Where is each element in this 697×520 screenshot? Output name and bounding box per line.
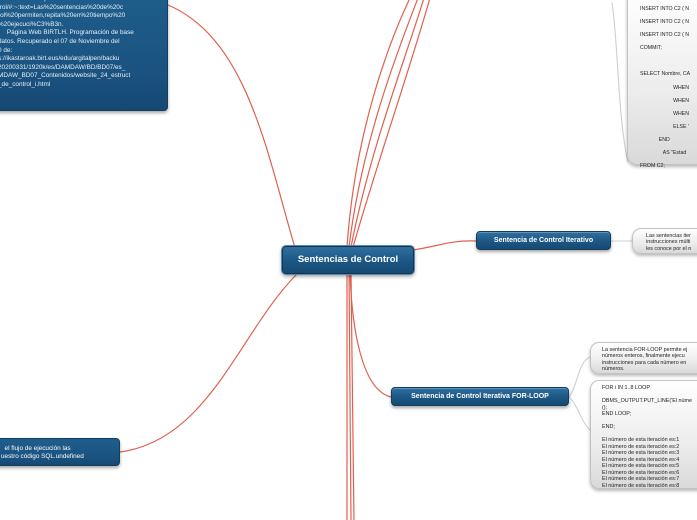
sql-code-line: INSERT INTO C2 ( N	[640, 19, 690, 26]
link-to-for-loop	[349, 272, 392, 398]
iterativo-description-line: Las sentencias iter	[646, 233, 691, 239]
reference-line: _de_control_i.html	[0, 80, 51, 88]
sql-code-line: INSERT INTO C2 ( N	[640, 6, 690, 12]
link-down-c	[350, 272, 355, 520]
branch-node-iterativo[interactable]: Sentencia de Control Iterativo	[476, 231, 611, 250]
branch-node-for-loop[interactable]: Sentencia de Control Iterativa FOR-LOOP	[391, 387, 569, 406]
iterativo-description-line: les conoce por el n	[646, 245, 692, 252]
sql-code-text: INSERT INTO C2 ( N INSERT INTO C2 ( N INSE…	[640, 3, 697, 173]
link-up-d	[352, 0, 431, 248]
for-loop-code-line: DBMS_OUTPUT.PUT_LINE('El núme	[602, 398, 692, 404]
for-loop-description-line: números enteros, finalmente ejecu	[602, 353, 685, 360]
reference-line: 20200331/1920k/es/DAMDAW/BD/BD07/es_	[0, 63, 126, 71]
for-loop-code-line: El número de esta iteración es:7	[602, 476, 680, 482]
reference-line: datos. Recuperado el 07 de Noviembre del	[0, 37, 120, 45]
iterativo-description-line: instrucciones múlti	[646, 239, 691, 246]
link-for-code	[568, 396, 591, 431]
sql-code-line: WHEN	[640, 84, 689, 91]
link-for-desc	[568, 356, 591, 398]
link-up-b	[348, 0, 418, 248]
for-loop-description-line: La sentencia FOR-LOOP permite ej	[602, 347, 688, 353]
central-node-sentencias-de-control[interactable]: Sentencias de Control	[282, 246, 414, 274]
sql-code-line: WHEN	[640, 110, 689, 117]
for-loop-code-text: FOR i IN 1..8 LOOP DBMS_OUTPUT.PUT_LINE(…	[602, 385, 697, 489]
for-loop-code-line: El número de esta iteración es:8	[602, 482, 680, 489]
reference-line: s://ikastaroak.birt.eus/edu/argitalpen/b…	[0, 55, 120, 63]
sql-code-line	[640, 55, 697, 68]
reference-line: rol%20permiten,repita%20en%20tiempo%20	[0, 12, 126, 20]
link-to-iterativo	[412, 240, 477, 251]
for-loop-code-line: El número de esta iteración es:1	[602, 437, 680, 443]
sql-code-line: END	[640, 136, 670, 143]
sql-code-line: AS "Estad	[640, 150, 687, 157]
reference-line: %20ejecuci%C3%B3n.	[0, 20, 64, 28]
reference-line: es/educacion/capitulo-4-sentencias-de-	[0, 0, 162, 4]
sql-code-line: SELECT Nombre, CA	[640, 71, 691, 78]
reference-line: MDAW_BD07_Contenidos/website_24_estruct	[0, 72, 131, 80]
reference-line: trol/#:~:text=Las%20sentencias%20de%20c	[0, 3, 124, 11]
for-loop-description-line: números.	[602, 366, 625, 373]
branch-for-loop-title: Sentencia de Control Iterativa FOR-LOOP	[411, 393, 549, 400]
for-loop-code-line: El número de esta iteración es:3	[602, 450, 680, 456]
link-to-flow-node	[119, 272, 299, 453]
link-to-ref-panel	[167, 4, 299, 259]
for-loop-code-line: El número de esta iteración es:4	[602, 456, 680, 463]
reference-line: 0 de:	[0, 46, 13, 54]
for-loop-code-line: FOR i IN 1..8 LOOP	[602, 385, 650, 391]
for-loop-code-line: END;	[602, 424, 615, 430]
for-loop-code-line: El número de esta iteración es:2	[602, 443, 680, 450]
sql-code-line: ELSE '	[640, 123, 689, 130]
link-sql-panel	[611, 2, 629, 163]
flow-description-line: el flujo de ejecución las	[1, 445, 71, 452]
sql-code-node: INSERT INTO C2 ( N INSERT INTO C2 ( N INSE…	[627, 0, 697, 169]
reference-line: Página Web BIRTLH. Programación de base	[0, 29, 134, 37]
for-loop-code-line: El número de esta iteración es:6	[602, 469, 680, 476]
central-node-title: Sentencias de Control	[297, 254, 399, 265]
flow-description-line: uestro código SQL.undefined	[1, 453, 84, 461]
sql-code-line: INSERT INTO C2 ( N	[640, 32, 690, 39]
for-loop-code-line: ();	[602, 404, 608, 411]
for-loop-code-line: El número de esta iteración es:5	[602, 463, 680, 469]
sql-code-line: COMMIT;	[640, 45, 662, 52]
branch-iterativo-title: Sentencia de Control Iterativo	[493, 237, 594, 244]
link-down-b	[348, 272, 352, 520]
for-loop-code-line: END LOOP;	[602, 411, 632, 417]
sql-code-line: WHEN	[640, 97, 689, 104]
link-up-c	[350, 0, 425, 248]
reference-text: es/educacion/capitulo-4-sentencias-de-tr…	[0, 0, 162, 90]
for-loop-code-node: FOR i IN 1..8 LOOP DBMS_OUTPUT.PUT_LINE(…	[590, 380, 697, 489]
link-up-a	[346, 0, 410, 248]
for-loop-description-line: instrucciones para cada número en	[602, 359, 687, 366]
reference-panel: es/educacion/capitulo-4-sentencias-de-tr…	[0, 0, 168, 111]
sql-code-line: FROM C2;	[640, 163, 665, 170]
